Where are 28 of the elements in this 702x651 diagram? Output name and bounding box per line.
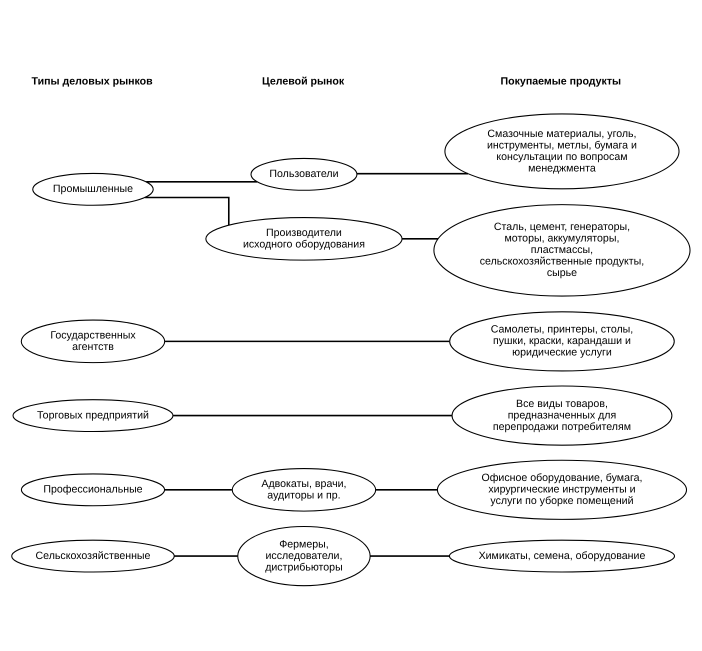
connector bbox=[165, 488, 232, 490]
label: Покупаемые продукты bbox=[500, 74, 622, 87]
node-ellipse: Промышленные bbox=[32, 172, 154, 206]
node-ellipse: Пользователи bbox=[250, 157, 358, 190]
label: Типы деловых рынков bbox=[32, 74, 153, 87]
node-ellipse: Сталь, цемент, генераторы, моторы, аккумуляторы, пластмассы, сельскохозяйственные продукты, сырье bbox=[433, 204, 691, 296]
node-ellipse: Фермеры, исследователи, дистрибьюторы bbox=[237, 526, 371, 586]
connector bbox=[376, 488, 438, 490]
connector bbox=[174, 554, 238, 556]
label: Целевой рынок bbox=[262, 74, 344, 87]
node-ellipse: Сельскохозяйственные bbox=[11, 539, 175, 572]
connector bbox=[402, 238, 438, 240]
node-ellipse: Химикаты, семена, оборудование bbox=[448, 539, 676, 572]
connector bbox=[370, 554, 450, 556]
node-ellipse: Торговых предприятий bbox=[12, 398, 174, 432]
connector bbox=[356, 172, 468, 174]
node-ellipse: Производители исходного оборудования bbox=[205, 216, 403, 260]
node-ellipse: Все виды товаров, предназначенных для перепродажи потребителям bbox=[452, 384, 672, 446]
connector bbox=[164, 340, 450, 342]
node-ellipse: Государственных агентств bbox=[20, 319, 166, 363]
node-ellipse: Самолеты, принтеры, столы, пушки, краски, карандаши и юридические услуги bbox=[449, 310, 675, 371]
connector bbox=[145, 196, 230, 225]
node-ellipse: Профессиональные bbox=[20, 472, 166, 506]
node-ellipse: Смазочные материалы, уголь, инструменты, метлы, бумага и консультации по вопросам менеджмента bbox=[444, 112, 680, 189]
node-ellipse: Адвокаты, врачи, аудиторы и пр. bbox=[232, 468, 376, 512]
connector bbox=[173, 414, 452, 416]
connector bbox=[146, 180, 258, 182]
node-ellipse: Офисное оборудование, бумага, хирургические инструменты и услуги по уборке помещений bbox=[436, 459, 688, 520]
